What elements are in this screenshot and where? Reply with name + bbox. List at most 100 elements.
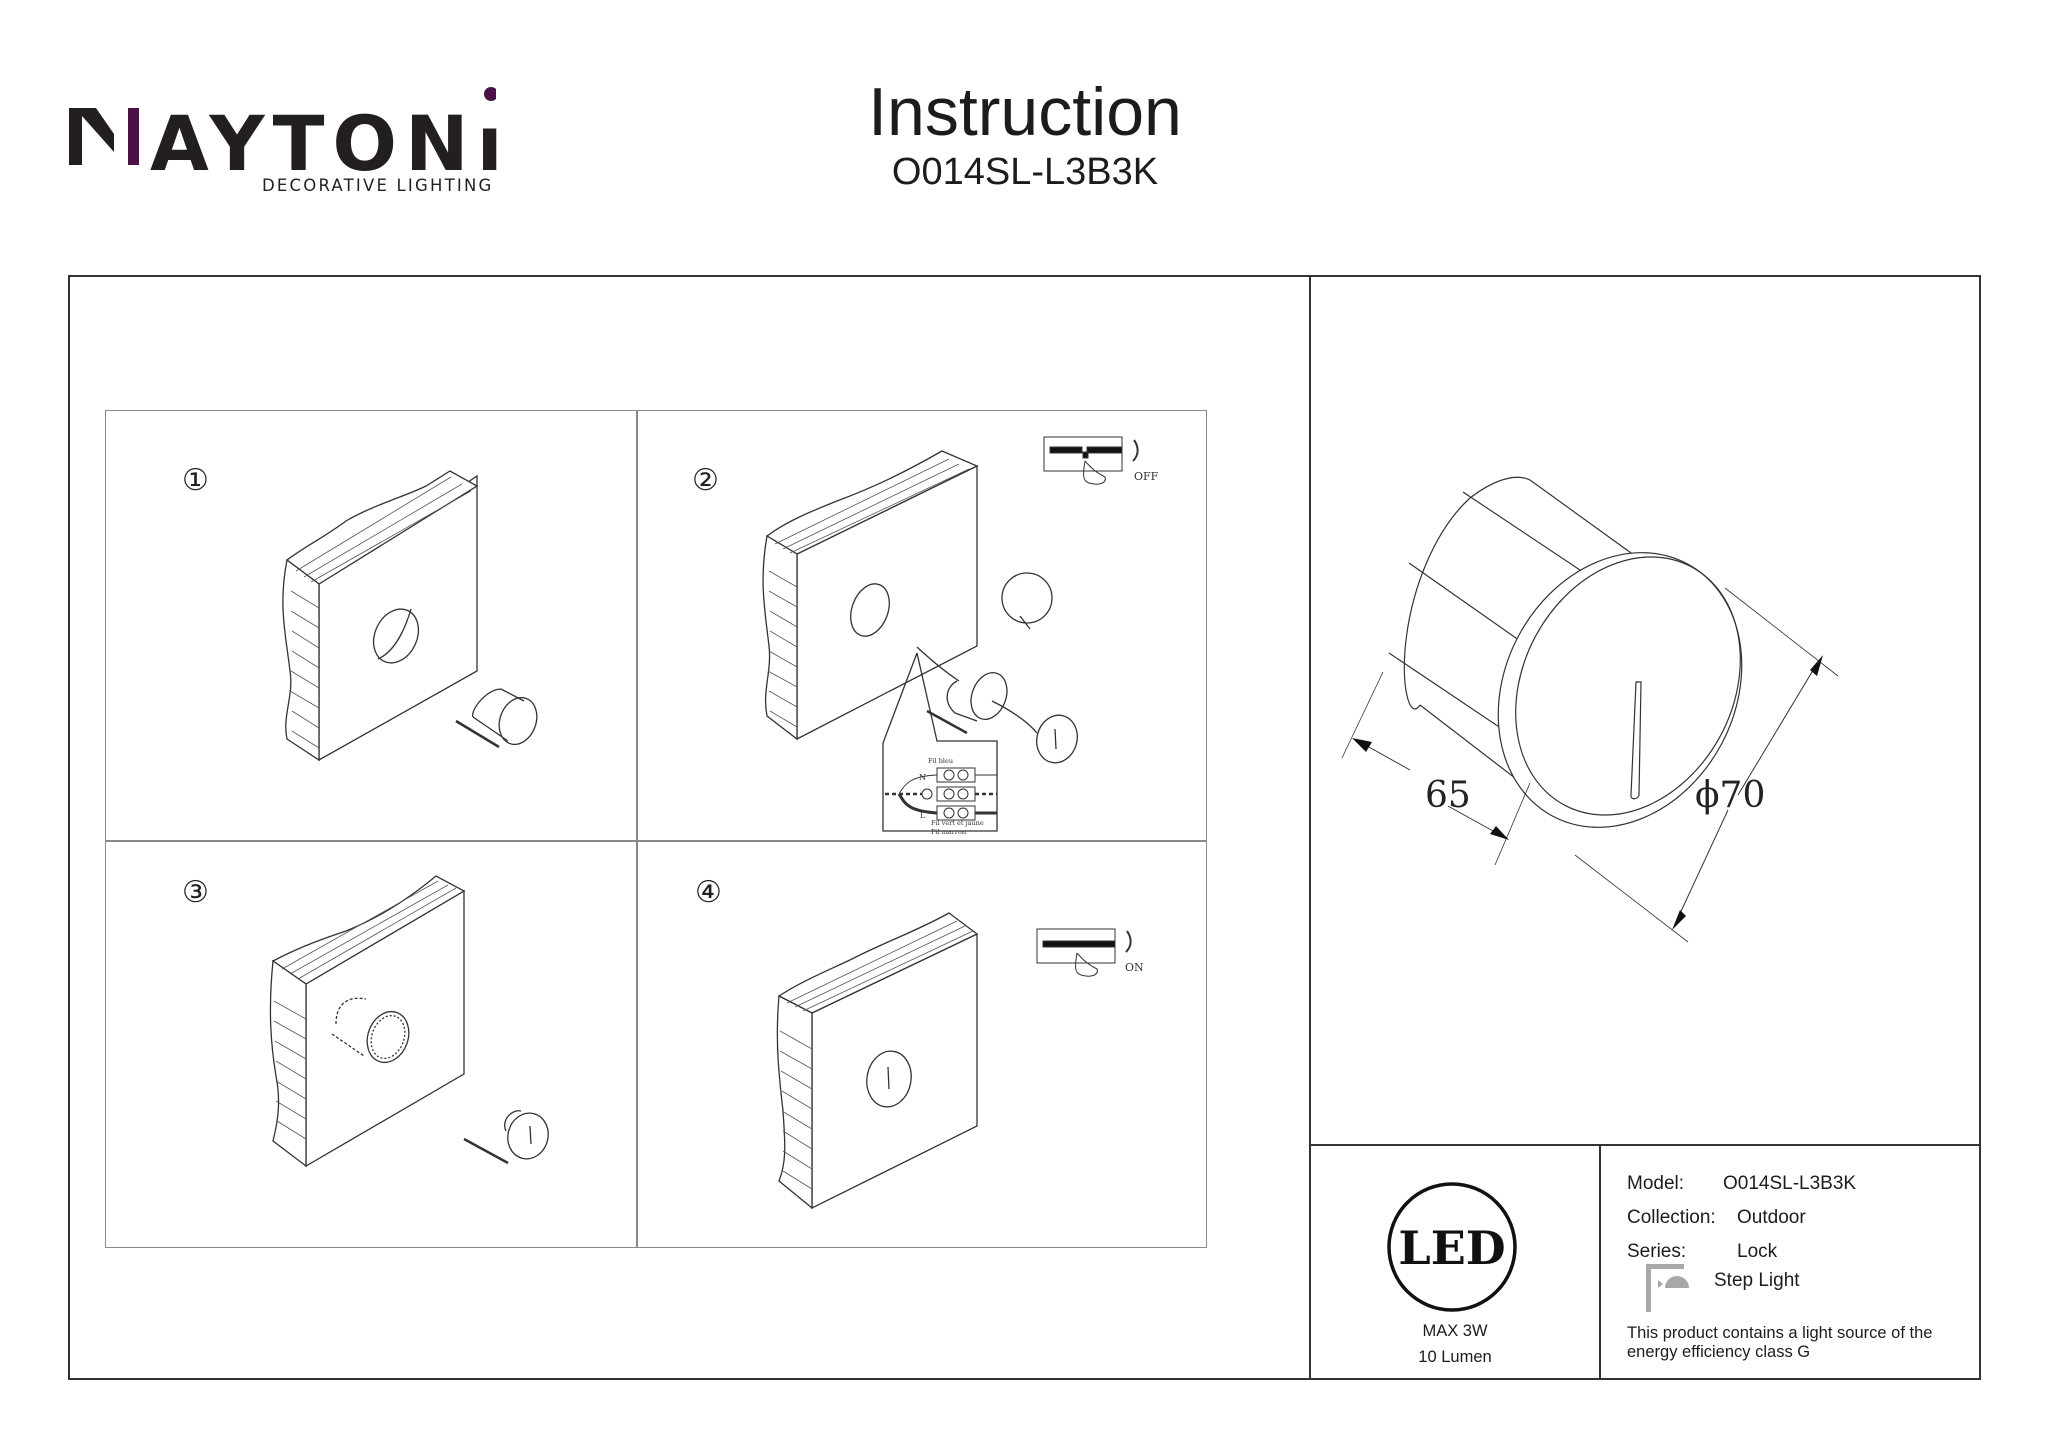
brand-logo: AYTONı DECORATIVE LIGHTING [66, 82, 503, 202]
led-icon-label: LED [1398, 1221, 1505, 1275]
breaker-panel-off [1043, 436, 1139, 485]
lamp-head [507, 1112, 549, 1160]
wall-top-bricks [285, 470, 479, 585]
energy-efficiency-note: This product contains a light source of … [1627, 1324, 1933, 1361]
spec-divider [1599, 1144, 1601, 1380]
wall-side-bricks [269, 959, 307, 1168]
hand-icon [1075, 952, 1098, 977]
installed-lamp [866, 1050, 912, 1108]
step-number: ① [182, 463, 209, 498]
breaker-state-label: ON [1125, 961, 1144, 974]
step-number: ③ [182, 875, 209, 910]
step-number: ④ [695, 875, 722, 910]
maytoni-logo-mark [69, 87, 496, 165]
wall-top-bricks [777, 912, 979, 1014]
step-3: ③ [106, 841, 636, 1249]
hole-inner-edge [377, 608, 412, 660]
logo-wordmark: AYTONı [150, 106, 511, 182]
steps-divider-vertical [636, 411, 638, 1247]
lamp-head [1036, 714, 1078, 764]
installation-steps: ① ② [105, 410, 1207, 1248]
body-top-edge [1469, 476, 1639, 559]
diameter-dimension: ϕ70 [1695, 775, 1765, 816]
front-face [1515, 556, 1741, 816]
brick-pattern [767, 458, 970, 728]
supply-cable [916, 646, 960, 682]
brick-pattern [289, 476, 472, 749]
sleeve-hidden-outline [331, 997, 367, 1057]
terminal-earth [936, 786, 976, 802]
series-label: Series: [1627, 1241, 1687, 1262]
lamp-slot [529, 1125, 532, 1145]
series-value: Lock [1737, 1241, 1778, 1262]
sleeve-body [946, 680, 978, 722]
terminal-label-n: N [919, 773, 926, 782]
lamp-body [504, 1110, 522, 1132]
arrow-head [1672, 910, 1686, 930]
front-flange [1497, 552, 1743, 828]
step-4: ④ ON [637, 841, 1208, 1249]
model-label: Model: [1627, 1173, 1685, 1194]
logo-m-right-stem [128, 108, 139, 165]
frame-divider-horizontal [1309, 1144, 1981, 1146]
wiring-callout-frame [882, 652, 998, 832]
cover-pin [1019, 615, 1031, 630]
terminal-label-l: L [920, 811, 926, 820]
brick-pattern [273, 880, 457, 1140]
document-title: Instruction [868, 74, 1182, 150]
led-icon: LED [1387, 1182, 1517, 1312]
main-frame [68, 275, 1981, 1380]
mounting-hole [372, 608, 420, 664]
logo-m-left-stem [69, 108, 82, 165]
step-2-illustration: N L Fil bleu Fil vert et jaune Fil marro… [762, 436, 1159, 836]
logo-m-v [82, 108, 114, 152]
steps-divider-horizontal [106, 840, 1206, 842]
model-value: O014SL-L3B3K [1723, 1173, 1857, 1194]
wall-top-bricks [765, 450, 979, 555]
lamp-slot [887, 1066, 890, 1090]
sleeve-body [472, 688, 525, 742]
lamp-cable [991, 700, 1038, 734]
terminal-l [936, 805, 976, 821]
brick-pattern [779, 920, 974, 1190]
earth-symbol-icon [921, 788, 933, 800]
motion-line [926, 709, 968, 735]
arrow-head [1352, 738, 1372, 752]
step-2: ② [637, 411, 1208, 840]
motion-line [455, 719, 500, 749]
logo-wordmark-text: AYTONı [150, 99, 511, 188]
step-1-illustration [282, 470, 538, 762]
step-4-illustration: ON [776, 912, 1144, 1210]
body-bottom-edge [1419, 704, 1529, 789]
step-1: ① [106, 411, 636, 840]
terminal-blocks [885, 767, 997, 821]
step-number: ② [692, 463, 719, 498]
product-type: Step Light [1714, 1270, 1800, 1291]
logo-i-dot [484, 87, 496, 101]
collection-value: Outdoor [1737, 1207, 1806, 1228]
cover-disc [1001, 572, 1053, 624]
frame-divider-vertical [1309, 275, 1311, 1380]
step-3-illustration [269, 875, 549, 1168]
collection-label: Collection: [1627, 1207, 1716, 1228]
body-back-edge [1403, 497, 1471, 710]
sleeve-rim [970, 672, 1008, 720]
hand-icon [1083, 460, 1106, 485]
wall-side-bricks [762, 534, 798, 741]
arrow-head [1810, 655, 1823, 676]
led-badge-panel: LED MAX 3W 10 Lumen [1311, 1146, 1599, 1380]
light-slot [1630, 681, 1642, 800]
wire-label-brown: Fil marron [931, 828, 966, 836]
arrow-head [1490, 826, 1509, 840]
wire-label-earth: Fil vert et jaune [931, 819, 984, 827]
max-power: MAX 3W [1422, 1322, 1488, 1340]
wire-label-blue: Fil bleu [928, 757, 953, 765]
terminal-n [936, 767, 976, 783]
wall-side-bricks [282, 558, 320, 762]
wall-side-bricks [776, 994, 813, 1210]
logo-tagline: DECORATIVE LIGHTING [262, 176, 494, 195]
model-code-header: O014SL-L3B3K [891, 151, 1159, 193]
breaker-state-label: OFF [1134, 470, 1159, 483]
depth-dimension: 65 [1425, 775, 1471, 816]
product-dimension-drawing: 65 ϕ70 [1341, 476, 1839, 943]
